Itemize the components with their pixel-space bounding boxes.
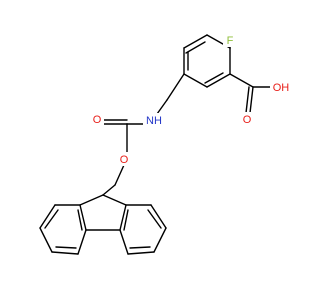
- ring-bond: [183, 73, 208, 88]
- bond-network: [39, 34, 275, 255]
- amine-label-bg: [143, 113, 165, 127]
- structure-diagram: F O OH NH O O: [39, 33, 292, 255]
- five-ring-bond: [79, 204, 87, 231]
- right-ring-bond: [153, 227, 167, 253]
- benzyl-ch2-bond: [166, 73, 185, 101]
- right-ring-inner: [129, 246, 151, 249]
- five-ring-bond: [79, 194, 104, 206]
- left-ring-bond: [39, 227, 53, 253]
- left-ring-bond: [51, 251, 79, 255]
- ring-inner-bond: [204, 72, 224, 84]
- ring-bond: [183, 34, 208, 49]
- carbamate-carbonyl-oxygen-label: O: [93, 114, 102, 126]
- fluorine-atom-label: F: [227, 35, 234, 47]
- left-ring-inner: [55, 246, 77, 249]
- acid-carbonyl-oxygen-label-bg: [240, 112, 254, 126]
- left-ring-inner: [44, 209, 59, 229]
- left-ring-bond: [77, 229, 87, 255]
- ring-bond: [206, 73, 231, 88]
- right-ring-bond: [127, 251, 155, 255]
- acid-hydroxyl-label: OH: [273, 82, 290, 94]
- right-ring-inner: [147, 209, 162, 229]
- five-ring-bond: [119, 204, 127, 231]
- ring-inner-bond: [185, 41, 206, 54]
- ch2-n-bond: [156, 99, 168, 115]
- right-ring-bond: [119, 229, 129, 255]
- o-ch2-bond: [114, 164, 125, 186]
- carbamate-carbonyl-oxygen-label-bg: [90, 112, 104, 126]
- amine-nh-label: NH: [146, 115, 162, 127]
- c-carboxyl-bond: [229, 73, 254, 88]
- right-ring-inner: [123, 209, 129, 231]
- carbamate-ester-oxygen-label-bg: [117, 152, 131, 166]
- left-ring-inner: [77, 209, 83, 231]
- ch2-ch-bond: [102, 184, 116, 196]
- c-o-double-bond: [249, 86, 254, 114]
- carbamate-ester-oxygen-label: O: [120, 154, 129, 166]
- acid-carbonyl-oxygen-label: O: [243, 114, 252, 126]
- right-ring-bond: [150, 204, 167, 229]
- acid-hydroxyl-label-bg: [270, 80, 292, 94]
- c-o-double-bond-2: [245, 86, 250, 114]
- fluorine-label-bg: [223, 33, 237, 47]
- left-ring-bond: [39, 204, 56, 229]
- five-ring-bond: [102, 194, 127, 206]
